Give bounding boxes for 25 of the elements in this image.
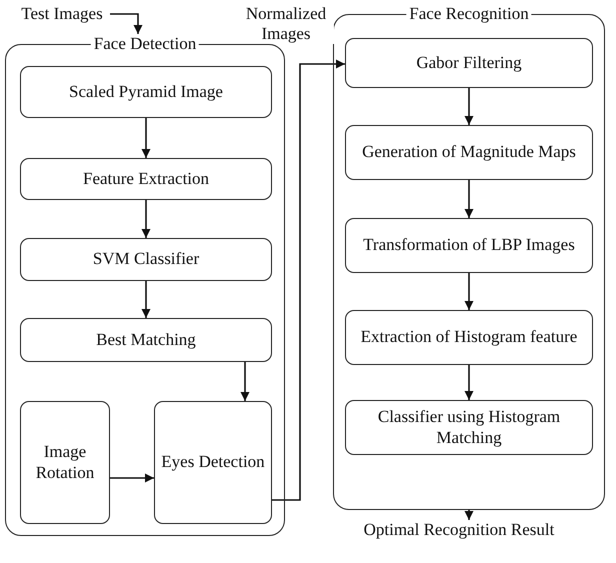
process-box: Eyes Detection — [154, 401, 272, 524]
arrow — [110, 13, 142, 34]
flow-text: Optimal Recognition Result — [308, 520, 610, 542]
arrow — [110, 474, 154, 482]
process-box: Gabor Filtering — [345, 38, 593, 88]
arrow — [464, 510, 474, 520]
process-box: Image Rotation — [20, 401, 110, 524]
process-box: Best Matching — [20, 318, 272, 362]
process-box: Transformation of LBP Images — [345, 218, 593, 273]
arrow — [464, 273, 474, 310]
arrow — [272, 60, 345, 501]
arrow — [142, 200, 150, 238]
process-box: Feature Extraction — [20, 158, 272, 200]
arrow — [142, 118, 150, 158]
process-box: Generation of Magnitude Maps — [345, 125, 593, 180]
arrow — [464, 88, 474, 125]
process-box: Extraction of Histogram feature — [345, 310, 593, 365]
process-box: SVM Classifier — [20, 238, 272, 281]
arrow — [464, 180, 474, 218]
process-box: Scaled Pyramid Image — [20, 66, 272, 118]
arrow — [240, 362, 250, 401]
arrow — [464, 365, 474, 400]
process-box: Classifier using Histogram Matching — [345, 400, 593, 455]
flow-text: Test Images — [14, 4, 110, 24]
arrow — [142, 281, 150, 318]
